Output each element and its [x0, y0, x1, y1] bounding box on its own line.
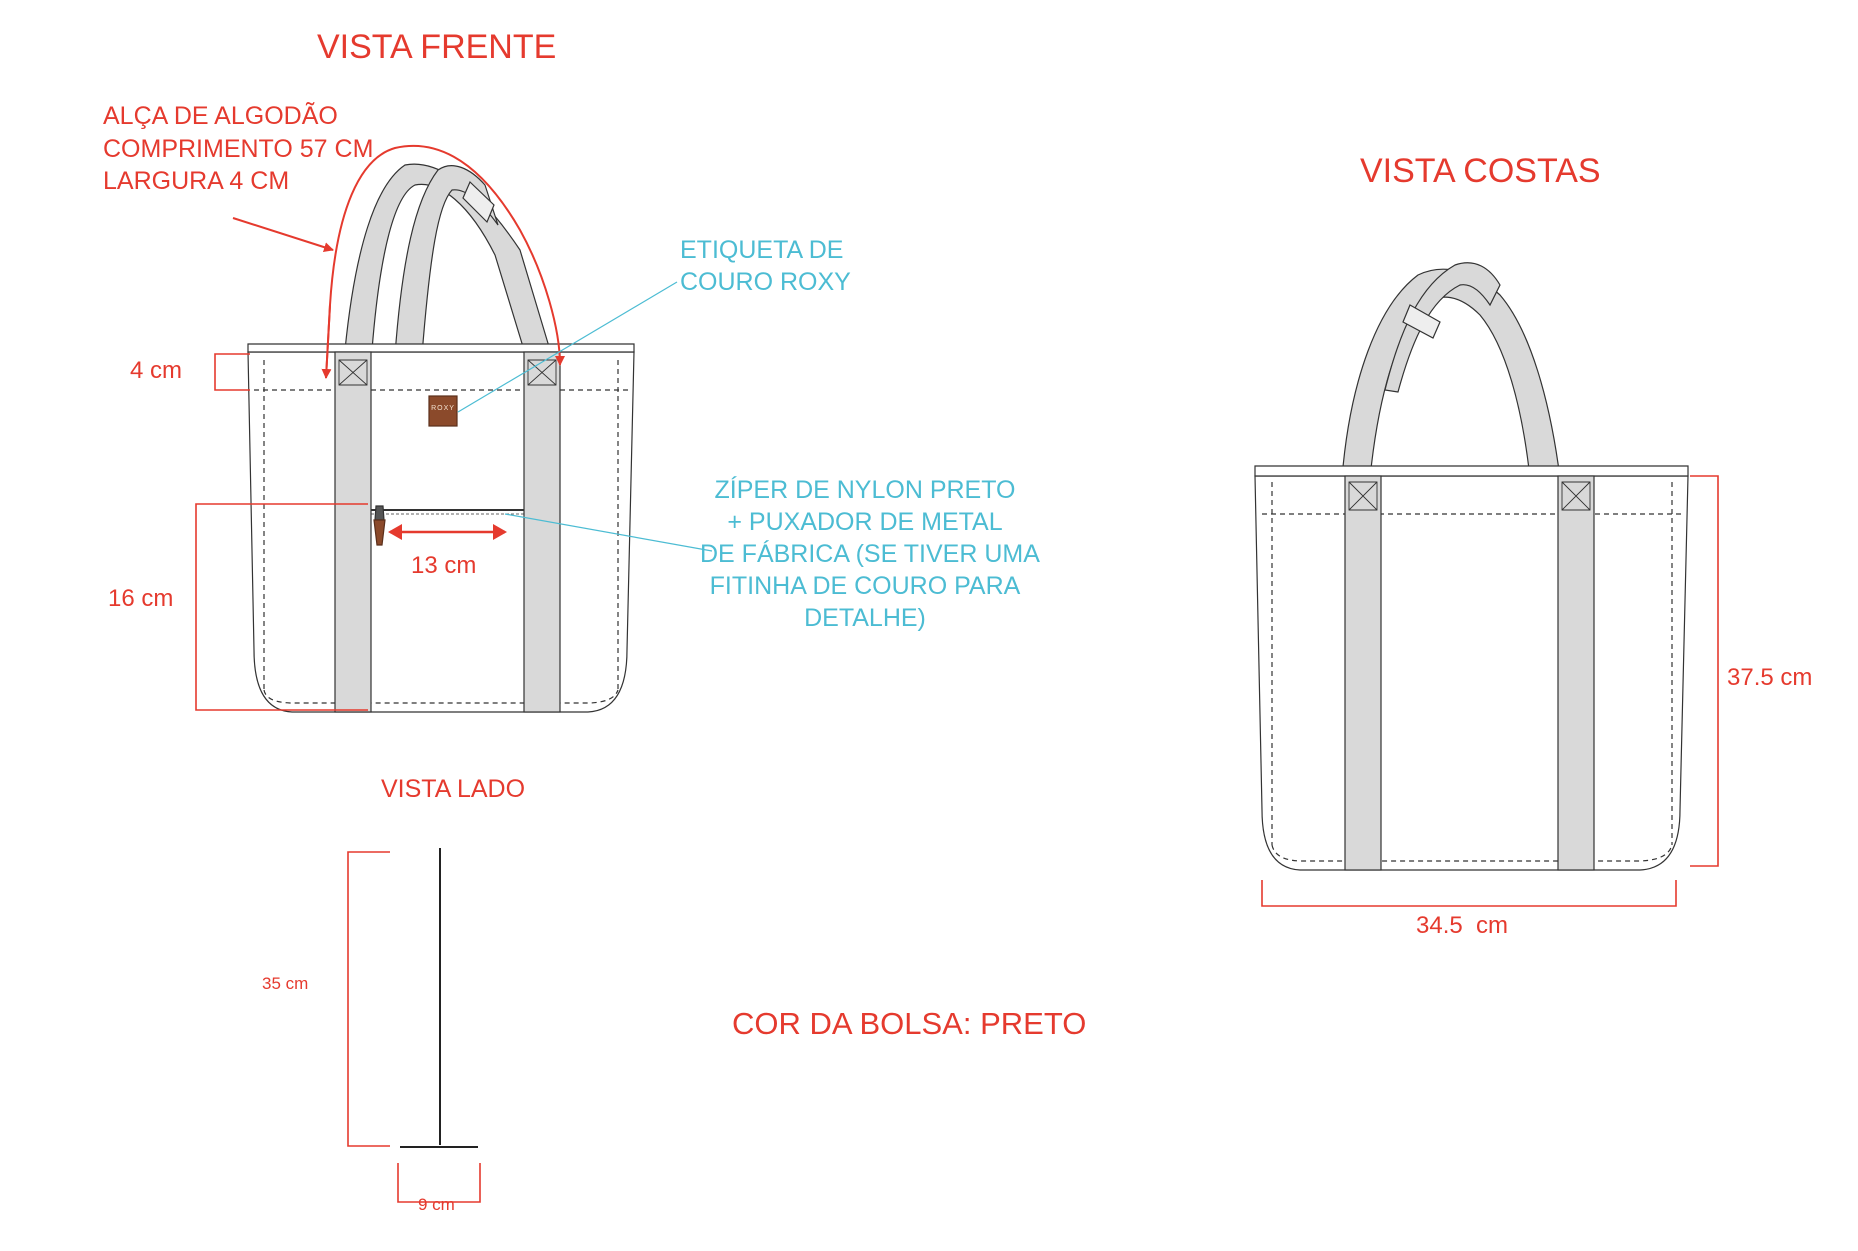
top-band-bracket	[214, 353, 250, 391]
front-handle	[344, 163, 551, 356]
front-bag	[247, 163, 635, 713]
label-note-line-2: COURO ROXY	[680, 268, 851, 296]
side-depth-bracket	[397, 1163, 481, 1203]
bag-color-note: COR DA BOLSA: PRETO	[732, 1006, 1087, 1041]
back-handle	[1341, 262, 1561, 479]
pocket-height-bracket	[195, 503, 368, 711]
top-band-dimension: 4 cm	[130, 357, 183, 384]
handle-note-line-3: LARGURA 4 CM	[103, 167, 290, 195]
roxy-tag-text: ROXY	[431, 405, 455, 412]
zipper-leader	[504, 513, 713, 552]
side-height-bracket	[347, 851, 390, 1147]
zipper-note-line-5: DETALHE)	[804, 604, 926, 632]
zipper-note-line-4: FITINHA DE COURO PARA	[709, 572, 1021, 600]
back-view-title: VISTA COSTAS	[1360, 152, 1601, 190]
back-width-bracket	[1261, 880, 1677, 907]
side-depth-dimension: 9 cm	[418, 1195, 455, 1214]
side-profile	[400, 848, 478, 1148]
label-leader	[457, 281, 678, 413]
pocket-height-dimension: 16 cm	[108, 585, 174, 612]
zip-length-dimension: 13 cm	[411, 552, 477, 579]
zipper-note-line-1: ZÍPER DE NYLON PRETO	[714, 476, 1016, 504]
side-height-dimension: 35 cm	[262, 974, 309, 993]
handle-note-line-2: COMPRIMENTO 57 CM	[103, 135, 374, 163]
zipper-note-line-2: + PUXADOR DE METAL	[727, 508, 1003, 536]
handle-note-line-1: ALÇA DE ALGODÃO	[103, 102, 338, 130]
back-height-bracket	[1690, 475, 1719, 867]
back-body	[1254, 475, 1689, 871]
back-width-dimension: 34.5 cm	[1416, 912, 1509, 939]
handle-pointer-arrow	[232, 217, 334, 253]
handle-outline-curve	[325, 144, 565, 379]
front-view-title: VISTA FRENTE	[317, 28, 557, 66]
zipper-note-line-3: DE FÁBRICA (SE TIVER UMA	[700, 540, 1040, 568]
label-note-line-1: ETIQUETA DE	[680, 236, 844, 264]
back-height-dimension: 37.5 cm	[1727, 664, 1813, 691]
side-view-title: VISTA LADO	[381, 775, 526, 803]
back-bag	[1254, 262, 1689, 871]
